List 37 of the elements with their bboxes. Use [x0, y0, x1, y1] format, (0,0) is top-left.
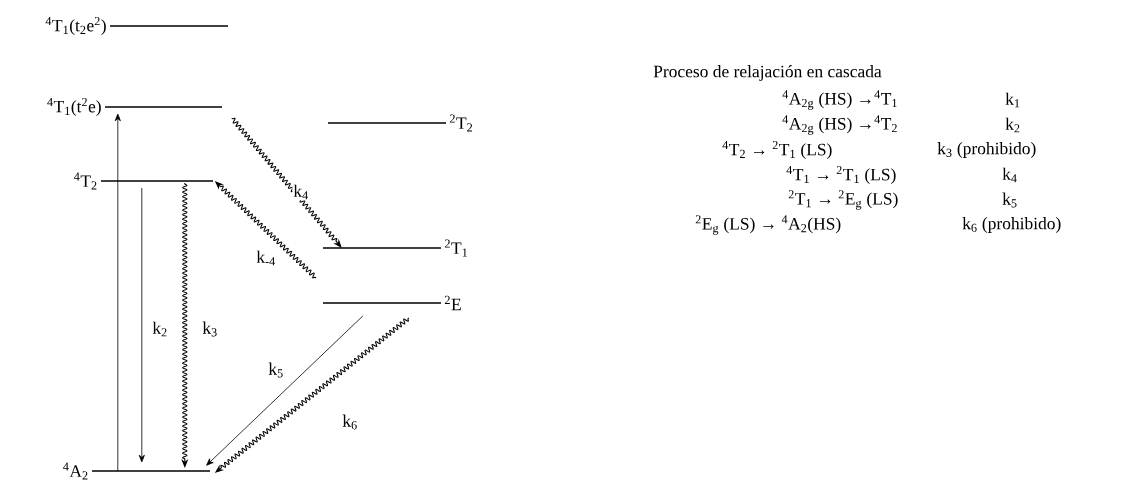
node-label: $^{4}$T$_{1}$(t$^{2}$e)	[47, 97, 101, 117]
arrow	[138, 187, 145, 463]
rate-constant: k$_{6}$ (prohibido)	[962, 217, 1061, 233]
energy-level: $^{4}$T$_{1}$(t$^{2}$e)	[47, 98, 222, 116]
energy-level: $^{2}$E	[323, 295, 461, 311]
rate-constant: k$_{5}$	[1002, 192, 1017, 208]
rate-constant: k$_{2}$	[1005, 117, 1020, 133]
node-label: $^{2}$E	[444, 295, 461, 311]
transition-text: $^{4}$A$_{2g}$ (HS) →$^{4}$T$_{2}$	[782, 115, 897, 135]
arrow	[114, 113, 121, 472]
arrow	[206, 315, 364, 466]
energy-level: $^{2}$T$_{1}$	[323, 239, 468, 257]
wavy-arrow	[231, 117, 342, 248]
node-label: $^{2}$T$_{2}$	[449, 114, 473, 132]
energy-level: $^{4}$T$_{1}$(t$_{2}$e$^{2}$)	[45, 17, 228, 35]
transition-text: $^{4}$T$_{2}$ → $^{2}$T$_{1}$ (LS)	[722, 141, 832, 159]
transition-text: $^{4}$T$_{1}$ → $^{2}$T$_{1}$ (LS)	[786, 166, 896, 184]
energy-level: $^{4}$A$_{2}$	[63, 462, 210, 480]
rate-constant: k$_{1}$	[1005, 92, 1020, 108]
edge-label: k$_{6}$	[341, 413, 359, 431]
edge-label: k$_{-4}$	[255, 249, 277, 267]
energy-level: $^{2}$T$_{2}$	[328, 114, 473, 132]
rate-constant: k$_{3}$ (prohibido)	[937, 142, 1036, 158]
transition-text: $^{2}$T$_{1}$ → $^{2}$E$_{g}$ (LS)	[788, 190, 898, 210]
node-label: $^{4}$T$_{2}$	[74, 172, 97, 190]
edge-label: k$_{4}$	[292, 183, 310, 201]
edge-label: k$_{2}$	[151, 320, 169, 338]
edge-label: k$_{5}$	[267, 361, 285, 379]
transition-text: $^{4}$A$_{2g}$ (HS) →$^{4}$T$_{1}$	[782, 90, 897, 110]
energy-level: $^{4}$T$_{2}$	[74, 172, 213, 190]
title: Proceso de relajación en cascada	[653, 65, 882, 81]
edge-label: k$_{3}$	[201, 320, 219, 338]
node-label: $^{4}$A$_{2}$	[63, 462, 88, 480]
node-label: $^{4}$T$_{1}$(t$_{2}$e$^{2}$)	[45, 16, 106, 36]
node-label: $^{2}$T$_{1}$	[444, 239, 468, 257]
rate-constant: k$_{4}$	[1002, 167, 1017, 183]
transition-text: $^{2}$E$_{g}$ (LS) → $^{4}$A$_{2}$(HS)	[695, 215, 841, 235]
